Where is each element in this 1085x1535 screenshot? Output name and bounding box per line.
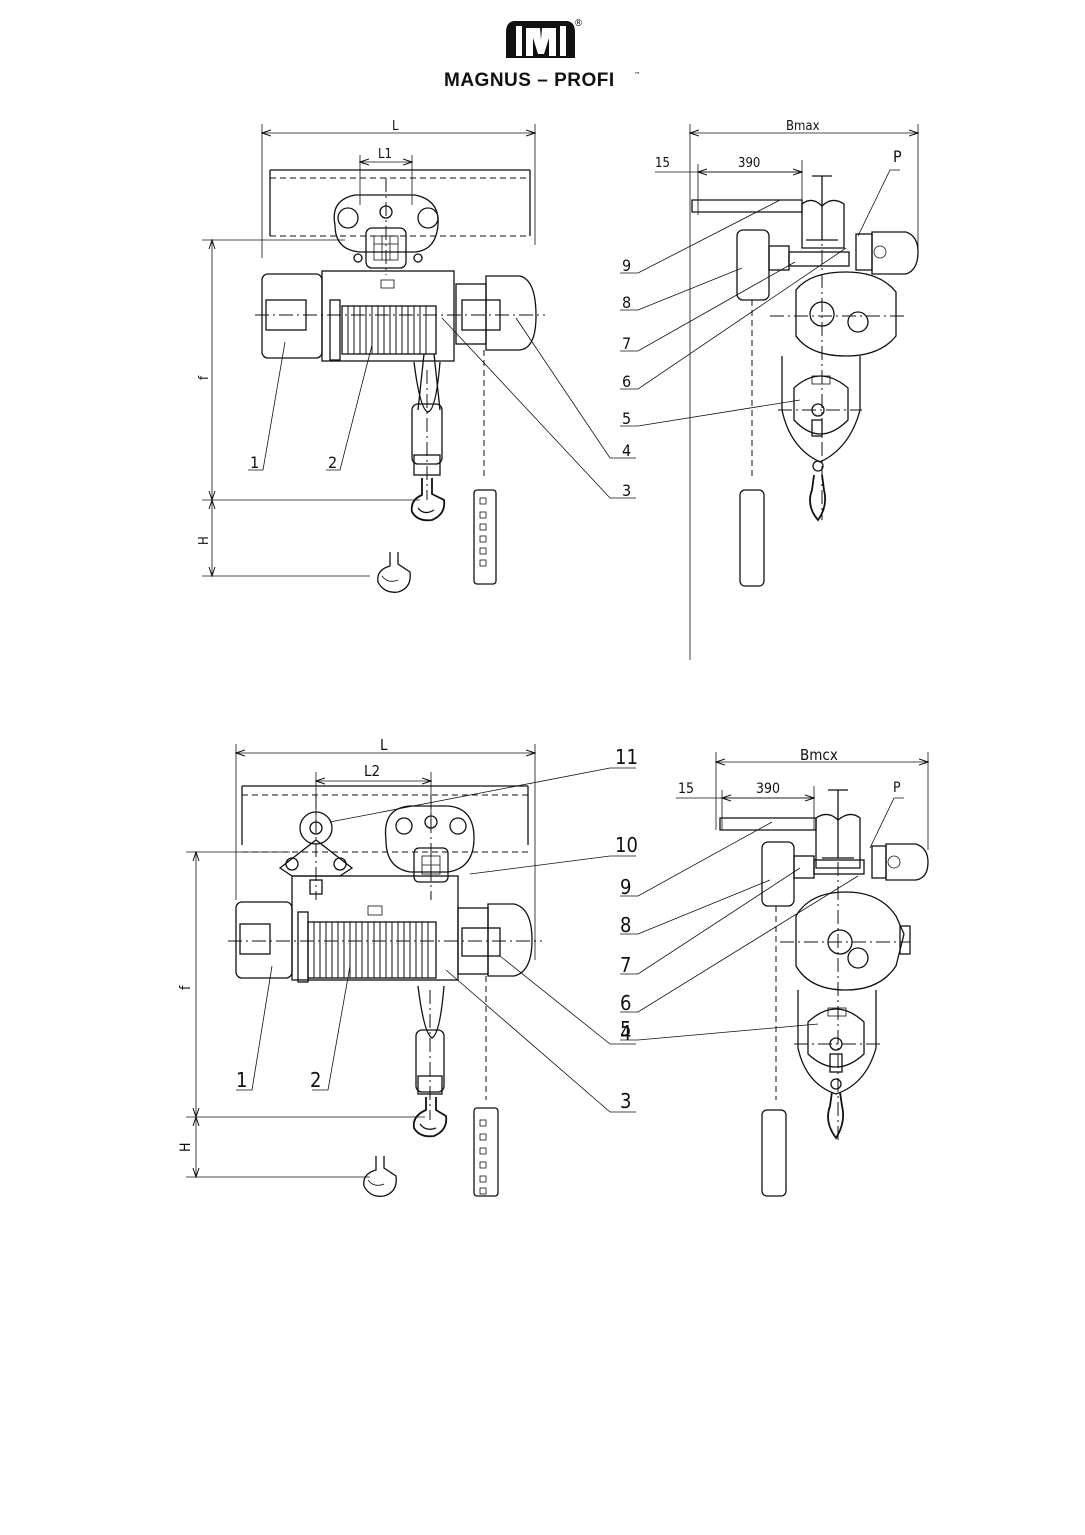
dim-label-P: P bbox=[893, 147, 902, 166]
dim-label-390: 390 bbox=[738, 156, 760, 171]
callout-2-bottom: 2 bbox=[310, 1068, 321, 1092]
callout-3-bottom: 3 bbox=[620, 1089, 631, 1113]
dim-label-H-bottom: H bbox=[178, 1143, 194, 1152]
logo-emblem-icon bbox=[506, 21, 575, 58]
brand-name: MAGNUS – PROFI bbox=[444, 70, 615, 91]
callout-5-top: 5 bbox=[622, 409, 631, 428]
dim-label-15-bottom: 15 bbox=[678, 781, 694, 797]
callout-1-bottom: 1 bbox=[236, 1068, 247, 1092]
callout-2: 2 bbox=[328, 453, 337, 472]
top-front-view: L L1 bbox=[197, 119, 636, 593]
callout-7-top: 7 bbox=[622, 334, 631, 353]
callout-6-bottom: 6 bbox=[620, 991, 631, 1015]
brand-logo: ® MAGNUS – PROFI ™ bbox=[444, 18, 640, 91]
dim-label-L: L bbox=[392, 119, 399, 134]
registered-mark: ® bbox=[574, 18, 583, 29]
dim-label-L2: L2 bbox=[364, 762, 380, 780]
top-side-view: Bmax 15 390 P bbox=[620, 119, 918, 660]
callout-10: 10 bbox=[615, 833, 638, 857]
dim-label-Bmcx: Bmcx bbox=[800, 746, 838, 764]
callout-3: 3 bbox=[622, 481, 631, 500]
callout-8-bottom: 8 bbox=[620, 913, 631, 937]
dim-label-390-bottom: 390 bbox=[756, 781, 780, 797]
dim-label-L1: L1 bbox=[378, 147, 392, 162]
bottom-side-view: Bmcx 15 390 P bbox=[620, 746, 928, 1197]
callout-5-bottom: 5 bbox=[620, 1017, 631, 1041]
callout-9-bottom: 9 bbox=[620, 875, 631, 899]
dim-label-f: f bbox=[197, 375, 212, 380]
dim-label-Bmax: Bmax bbox=[786, 119, 820, 134]
callout-4: 4 bbox=[622, 441, 631, 460]
trademark-mark: ™ bbox=[634, 71, 640, 79]
dim-label-L-bottom: L bbox=[380, 736, 388, 754]
callout-11: 11 bbox=[615, 745, 638, 769]
callout-6-top: 6 bbox=[622, 372, 631, 391]
bottom-front-view: L L2 bbox=[178, 736, 638, 1197]
callout-9-top: 9 bbox=[622, 256, 631, 275]
callout-7-bottom: 7 bbox=[620, 953, 631, 977]
dim-label-H: H bbox=[197, 536, 212, 545]
dim-label-f-bottom: f bbox=[178, 985, 194, 990]
dim-label-15: 15 bbox=[655, 156, 670, 171]
callout-8-top: 8 bbox=[622, 293, 631, 312]
callout-1: 1 bbox=[250, 453, 259, 472]
callout-4-bottom: 4 bbox=[620, 1021, 631, 1045]
dim-label-P-bottom: P bbox=[893, 780, 901, 796]
